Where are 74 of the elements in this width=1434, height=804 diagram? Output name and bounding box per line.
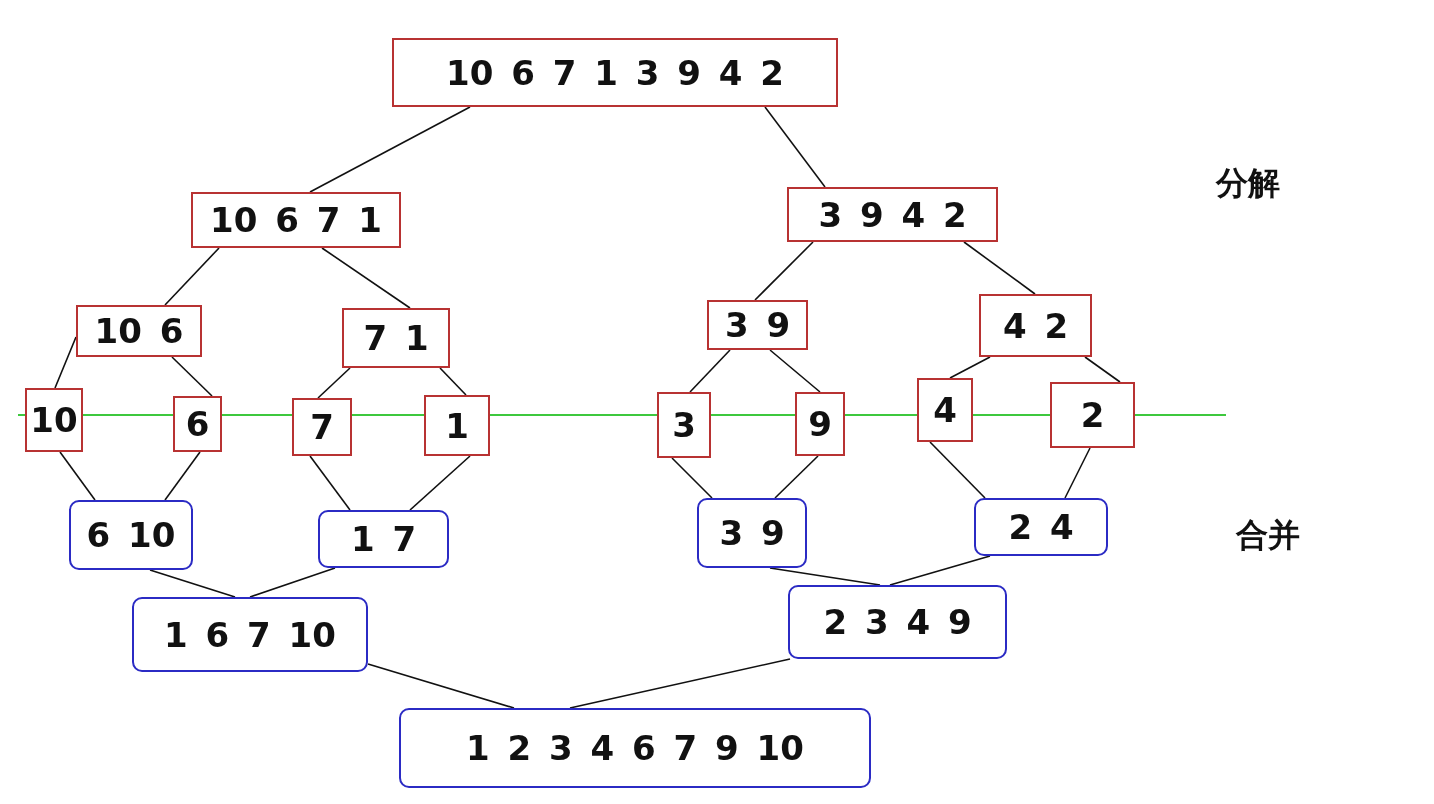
connector-line (963, 241, 1036, 295)
split-box (392, 38, 838, 107)
number-sequence: 7 1 (363, 318, 429, 358)
split-box (795, 392, 845, 456)
number-sequence: 10 6 7 1 (210, 200, 382, 240)
connector-line (317, 367, 351, 399)
connector-line (754, 241, 814, 301)
connector-line (769, 349, 821, 393)
merged-box (974, 498, 1108, 556)
merged-box (399, 708, 871, 788)
connector-line (1084, 356, 1121, 383)
connector-line (671, 457, 713, 499)
number-sequence: 10 (30, 400, 78, 440)
connector-line (689, 349, 731, 393)
merged-box (788, 585, 1007, 659)
split-box (25, 388, 83, 452)
connector-line (321, 247, 411, 309)
split-box (173, 396, 222, 452)
number-sequence: 7 (310, 407, 334, 447)
number-sequence: 9 (808, 404, 832, 444)
connector-line (889, 555, 991, 586)
number-sequence: 4 (933, 390, 957, 430)
number-sequence: 2 3 4 9 (823, 602, 972, 642)
connector-line (764, 106, 826, 188)
number-sequence: 6 10 (86, 515, 176, 555)
connector-line (409, 455, 471, 511)
number-sequence: 1 (445, 405, 469, 446)
connector-line (54, 336, 77, 389)
connector-line (309, 455, 351, 511)
connector-line (149, 569, 236, 598)
connector-line (569, 658, 791, 709)
phase-label: 分解 (1216, 163, 1280, 204)
connector-line (1064, 447, 1091, 499)
connector-line (774, 455, 819, 499)
number-sequence: 2 4 (1008, 507, 1074, 547)
split-box (979, 294, 1092, 357)
number-sequence: 10 6 7 1 3 9 4 2 (446, 52, 784, 93)
connector-line (367, 663, 515, 709)
number-sequence: 3 9 (719, 513, 785, 553)
number-sequence: 1 7 (350, 519, 417, 559)
merged-box (697, 498, 807, 568)
connector-line (164, 451, 201, 501)
merged-box (132, 597, 368, 672)
split-box (707, 300, 808, 350)
number-sequence: 6 (185, 404, 210, 444)
connector-line (769, 567, 881, 586)
split-box (657, 392, 711, 458)
number-sequence: 10 6 (94, 311, 184, 351)
connector-line (164, 247, 220, 306)
number-sequence: 3 9 4 2 (818, 194, 967, 235)
split-box (191, 192, 401, 248)
phase-label: 合并 (1236, 515, 1300, 556)
connector-line (309, 106, 471, 193)
split-box (76, 305, 202, 357)
connector-line (439, 367, 467, 396)
number-sequence: 2 (1080, 395, 1105, 435)
split-box (787, 187, 998, 242)
connector-line (929, 441, 986, 499)
connector-line (59, 451, 96, 501)
number-sequence: 1 2 3 4 6 7 9 10 (466, 728, 804, 768)
connector-line (171, 356, 213, 397)
split-box (342, 308, 450, 368)
split-box (1050, 382, 1135, 448)
split-box (917, 378, 973, 442)
number-sequence: 3 9 (724, 305, 791, 345)
number-sequence: 3 (672, 405, 696, 445)
number-sequence: 1 6 7 10 (164, 614, 336, 655)
connector-line (249, 567, 336, 598)
number-sequence: 4 2 (1002, 305, 1069, 346)
merged-box (318, 510, 449, 568)
split-box (292, 398, 352, 456)
split-box (424, 395, 490, 456)
merged-box (69, 500, 193, 570)
connector-line (949, 356, 991, 379)
